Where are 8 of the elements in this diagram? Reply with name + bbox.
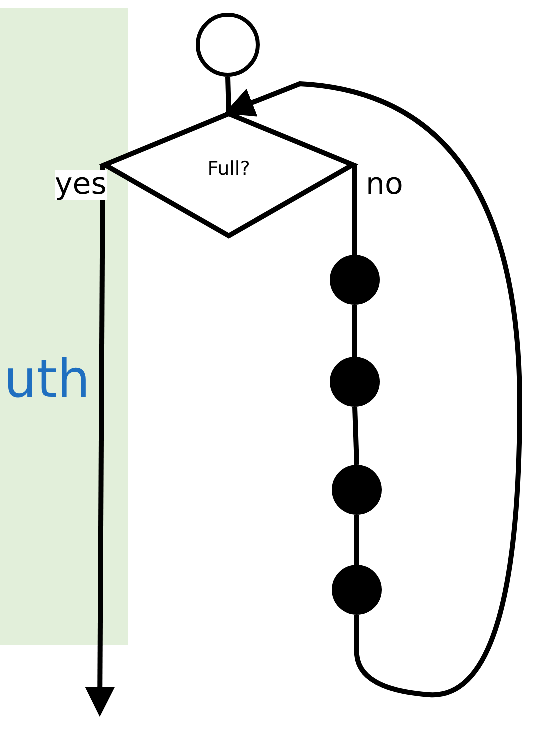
step-dot [330,255,380,305]
arrow [85,164,116,717]
step-dot [332,465,382,515]
edge-label: yes [55,170,107,200]
step-dot [330,357,380,407]
panel-text: uth [4,350,90,410]
background-panel [0,8,128,645]
step-dot [332,565,382,615]
